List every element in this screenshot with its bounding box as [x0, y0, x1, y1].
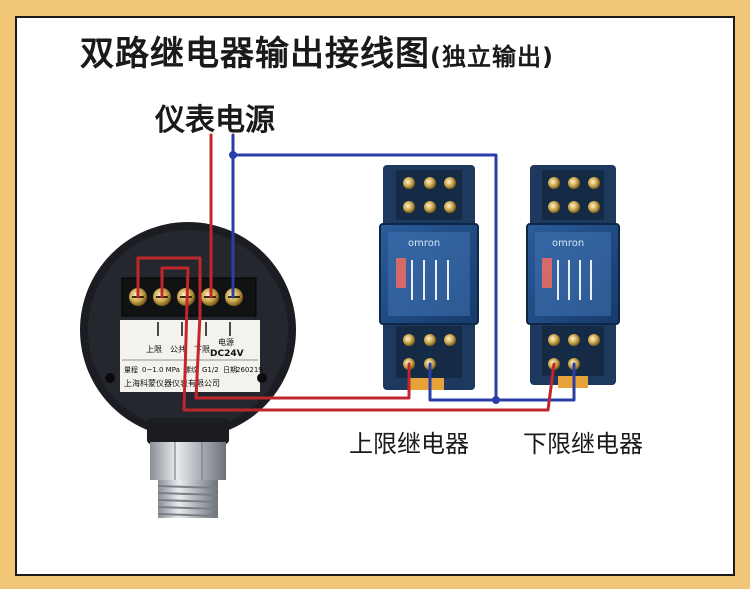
- terminal-label-power: 电源: [218, 337, 234, 347]
- thread-value: G1/2: [202, 366, 219, 374]
- relay-brand: omron: [552, 238, 584, 249]
- wiring: [136, 133, 576, 412]
- thread-label: 螺纹: [184, 365, 198, 374]
- gauge-bottom-neck: [147, 418, 229, 444]
- junction-dot: [229, 151, 237, 159]
- title-sub: (独立输出): [430, 43, 554, 71]
- diagram-title: 双路继电器输出接线图(独立输出): [80, 26, 554, 75]
- gauge-hex-nut: [150, 442, 226, 480]
- upper-limit-wire: [136, 256, 411, 400]
- range-label: 量程: [124, 365, 138, 374]
- terminal-label-upper: 上限: [146, 345, 162, 354]
- date-value: 260219: [236, 366, 263, 374]
- title-main: 双路继电器输出接线图: [80, 34, 430, 74]
- junction-dot: [492, 396, 500, 404]
- terminal-label-lower: 下限: [194, 345, 210, 354]
- pressure-controller: 上限 公共 下限 电源 DC24V 量程 0~1.0 MPa 螺纹 G1/2 日…: [80, 222, 296, 518]
- common-wire-branch: [494, 362, 576, 402]
- lower-limit-wire: [160, 266, 556, 412]
- upper-limit-relay: omron: [379, 165, 479, 390]
- range-value: 0~1.0 MPa: [142, 366, 180, 374]
- nameplate: [120, 320, 260, 392]
- relay-brand: omron: [408, 238, 440, 249]
- upper-relay-label: 上限继电器: [349, 430, 469, 458]
- power-spec-text: DC24V: [210, 349, 244, 359]
- date-label: 日期: [223, 366, 237, 374]
- power-supply-label: 仪表电源: [155, 103, 275, 138]
- lower-relay-label: 下限继电器: [523, 430, 643, 458]
- maker-text: 上海科蒙仪器仪表有限公司: [124, 378, 220, 388]
- lower-limit-relay: omron: [526, 165, 620, 388]
- terminal-label-common: 公共: [170, 345, 186, 354]
